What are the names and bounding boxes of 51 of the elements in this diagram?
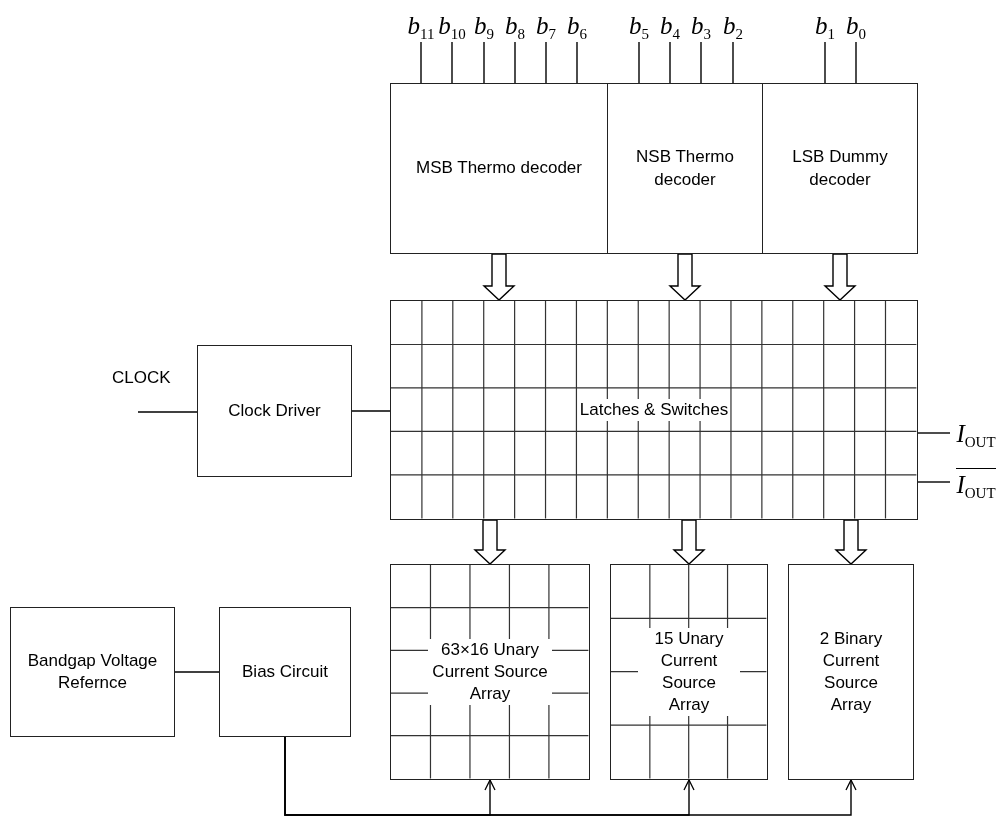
connector-line	[917, 432, 951, 434]
hollow-arrow	[823, 253, 857, 301]
bit-label: b$_{6}$	[560, 8, 594, 42]
bit-label: b$_{7}$	[529, 8, 563, 42]
connector-line	[420, 41, 422, 84]
hollow-arrow	[668, 253, 702, 301]
connector-line	[576, 41, 578, 84]
hollow-arrow	[834, 519, 868, 565]
connector-line	[545, 41, 547, 84]
reference-box	[10, 607, 175, 737]
bit-label: b$_{2}$	[716, 8, 750, 42]
output-label: I$_{OUT}$	[950, 462, 1002, 502]
hollow-arrow	[482, 253, 516, 301]
connector-line	[514, 41, 516, 84]
connector-line	[824, 41, 826, 84]
arrow	[284, 736, 857, 816]
bit-label: b$_{1}$	[808, 8, 842, 42]
current-source-array	[610, 564, 768, 780]
output-label: I$_{OUT}$	[950, 416, 1002, 450]
block-label: 15 Unary Current Source Array	[638, 627, 740, 717]
bit-label: b$_{4}$	[653, 8, 687, 42]
connector-line	[855, 41, 857, 84]
bit-label: b$_{3}$	[684, 8, 718, 42]
connector-line	[174, 671, 220, 673]
bit-label: b$_{11}$	[404, 8, 438, 42]
hollow-arrow	[672, 519, 706, 565]
current-source-array	[788, 564, 914, 780]
bit-label: b$_{5}$	[622, 8, 656, 42]
signal-label: CLOCK	[112, 368, 184, 412]
connector-line	[451, 41, 453, 84]
decoder-box	[607, 83, 763, 254]
connector-line	[638, 41, 640, 84]
bit-label: b$_{10}$	[435, 8, 469, 42]
bias-box	[219, 607, 351, 737]
decoder-box	[762, 83, 918, 254]
connector-line	[732, 41, 734, 84]
block-label: 63×16 Unary Current Source Array	[428, 638, 552, 706]
connector-line	[700, 41, 702, 84]
bit-label: b$_{0}$	[839, 8, 873, 42]
bit-label: b$_{8}$	[498, 8, 532, 42]
connector-line	[669, 41, 671, 84]
connector-line	[483, 41, 485, 84]
current-source-array	[390, 564, 590, 780]
connector-line	[917, 481, 951, 483]
connector-line	[351, 410, 391, 412]
driver-box	[197, 345, 352, 477]
bit-label: b$_{9}$	[467, 8, 501, 42]
decoder-box	[390, 83, 608, 254]
hollow-arrow	[473, 519, 507, 565]
latch-switch-array	[390, 300, 918, 520]
connector-line	[137, 411, 198, 413]
